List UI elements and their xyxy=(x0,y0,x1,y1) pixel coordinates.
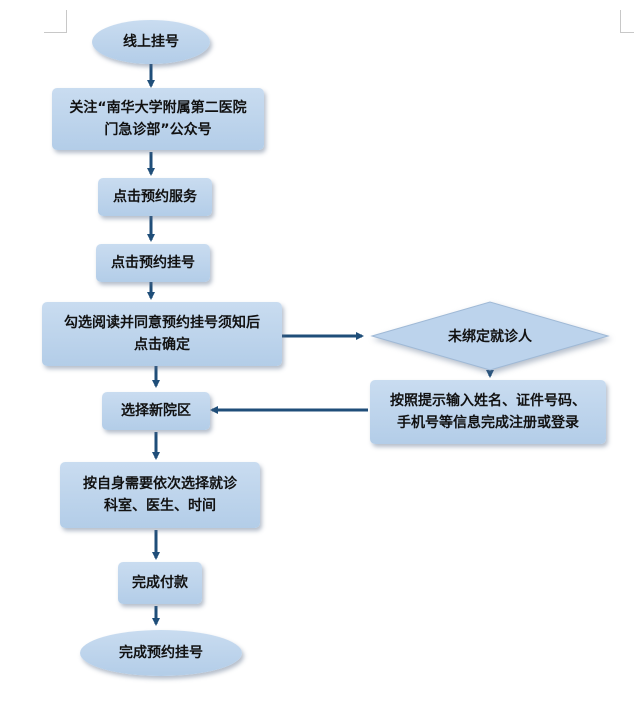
node-pay-label: 完成付款 xyxy=(132,575,188,591)
node-click-booking-register: 点击预约挂号 xyxy=(96,244,210,282)
page-corner-mark-left xyxy=(44,10,67,33)
node-start-label: 线上挂号 xyxy=(123,34,179,50)
node-choose-line-2: 科室、医生、时间 xyxy=(104,498,216,514)
node-follow-line-1: 关注“南华大学附属第二医院 xyxy=(69,100,247,116)
node-enter-info-signup: 按照提示输入姓名、证件号码、 手机号等信息完成注册或登录 xyxy=(370,380,606,444)
node-service-label: 点击预约服务 xyxy=(113,189,197,205)
node-end-booking-complete: 完成预约挂号 xyxy=(80,630,242,676)
node-signup-line-1: 按照提示输入姓名、证件号码、 xyxy=(390,393,586,409)
page-corner-mark-right xyxy=(620,10,634,33)
node-follow-line-2: 门急诊部”公众号 xyxy=(104,122,212,138)
node-register-label: 点击预约挂号 xyxy=(111,255,195,271)
node-click-booking-service: 点击预约服务 xyxy=(98,178,212,216)
node-choose-line-1: 按自身需要依次选择就诊 xyxy=(83,476,237,492)
node-start-online-registration: 线上挂号 xyxy=(92,20,210,64)
node-follow-official-account: 关注“南华大学附属第二医院 门急诊部”公众号 xyxy=(52,88,264,150)
node-complete-payment: 完成付款 xyxy=(118,562,202,604)
node-campus-label: 选择新院区 xyxy=(121,403,191,419)
node-choose-dept-doctor-time: 按自身需要依次选择就诊 科室、医生、时间 xyxy=(60,462,260,528)
decision-unbound-label: 未绑定就诊人 xyxy=(448,329,532,345)
node-end-label: 完成预约挂号 xyxy=(119,645,203,661)
node-agree-line-2: 点击确定 xyxy=(134,337,190,353)
node-agree-and-confirm: 勾选阅读并同意预约挂号须知后 点击确定 xyxy=(42,302,282,366)
node-select-new-campus: 选择新院区 xyxy=(102,392,210,430)
node-agree-line-1: 勾选阅读并同意预约挂号须知后 xyxy=(64,315,260,331)
decision-diamond-unbound xyxy=(370,301,610,371)
node-signup-line-2: 手机号等信息完成注册或登录 xyxy=(397,415,579,431)
